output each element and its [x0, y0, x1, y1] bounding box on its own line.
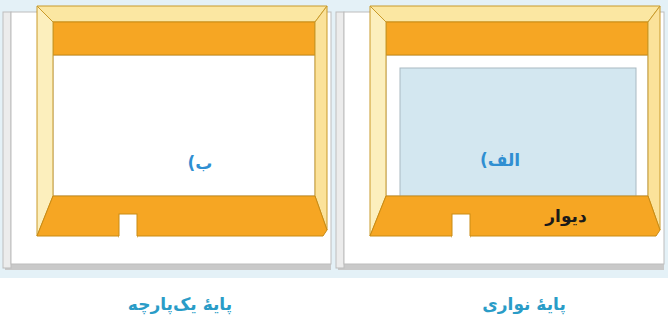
- raft-footing-figure: [3, 6, 331, 270]
- figure-caption: پایهٔ نواری: [482, 294, 566, 314]
- figure-caption: پایهٔ یک‌پارچه: [128, 294, 232, 314]
- figure-letter: ب): [188, 153, 213, 173]
- figure-letter: الف): [480, 150, 520, 170]
- strip-footing-figure: [336, 6, 664, 270]
- part-name: دیوار: [545, 206, 586, 226]
